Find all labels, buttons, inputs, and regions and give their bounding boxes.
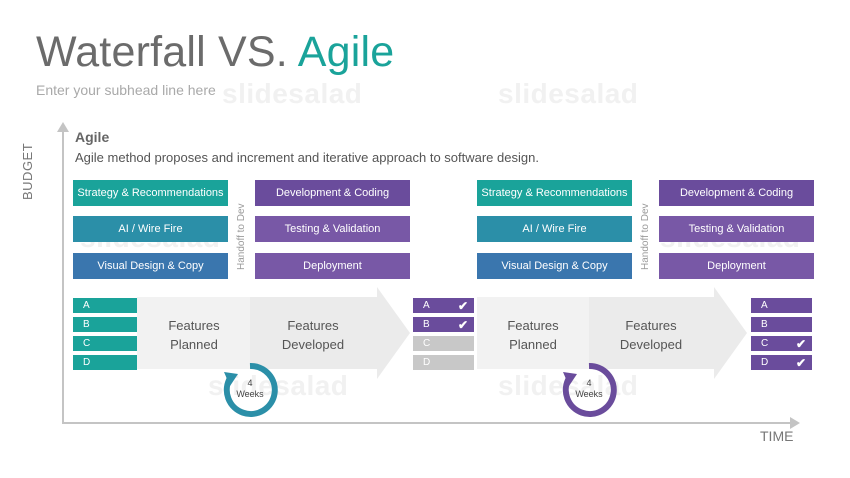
feature-item: D xyxy=(73,355,137,370)
slide-title: Waterfall VS. Agile xyxy=(36,28,394,77)
x-axis-label: TIME xyxy=(760,428,794,444)
process-box: Visual Design & Copy xyxy=(477,253,632,279)
section-description: Agile method proposes and increment and … xyxy=(75,150,539,165)
handoff-label: Handoff to Dev xyxy=(640,203,651,270)
process-box: Strategy & Recommendations xyxy=(477,180,632,206)
process-box: Visual Design & Copy xyxy=(73,253,228,279)
title-accent: Agile xyxy=(297,28,395,76)
x-axis xyxy=(62,422,792,424)
x-axis-arrow xyxy=(790,417,800,429)
feature-item: B xyxy=(751,317,812,332)
process-box: AI / Wire Fire xyxy=(477,216,632,242)
feature-item: B xyxy=(73,317,137,332)
watermark: slidesalad xyxy=(498,78,639,109)
process-box: Deployment xyxy=(255,253,410,279)
y-axis-arrow xyxy=(57,122,69,132)
section-title: Agile xyxy=(75,129,110,145)
y-axis-label: BUDGET xyxy=(20,142,35,200)
process-box: Testing & Validation xyxy=(255,216,410,242)
process-box: Deployment xyxy=(659,253,814,279)
process-box: Development & Coding xyxy=(659,180,814,206)
features-developed-label: Features Developed xyxy=(281,318,345,352)
flow-arrow xyxy=(477,287,747,379)
feature-item: A xyxy=(751,298,812,313)
feature-item: A xyxy=(73,298,137,313)
y-axis xyxy=(62,128,64,424)
features-planned-label: Features Planned xyxy=(507,318,559,352)
feature-item: C xyxy=(413,336,474,351)
handoff-label: Handoff to Dev xyxy=(236,203,247,270)
check-icon: ✔ xyxy=(457,299,468,313)
process-box: Strategy & Recommendations xyxy=(73,180,228,206)
feature-item: D✔ xyxy=(751,355,812,370)
cycle-label: 4 Weeks xyxy=(575,378,603,399)
feature-item: C✔ xyxy=(751,336,812,351)
process-box: Development & Coding xyxy=(255,180,410,206)
check-icon: ✔ xyxy=(795,356,806,370)
cycle-label: 4 Weeks xyxy=(236,378,264,399)
check-icon: ✔ xyxy=(457,318,468,332)
features-developed-label: Features Developed xyxy=(619,318,683,352)
feature-item: A✔ xyxy=(413,298,474,313)
cycle-icon xyxy=(223,362,278,417)
process-box: AI / Wire Fire xyxy=(73,216,228,242)
features-planned-label: Features Planned xyxy=(168,318,220,352)
flow-arrow xyxy=(137,287,410,379)
cycle-icon xyxy=(562,362,617,417)
feature-item: C xyxy=(73,336,137,351)
process-box: Testing & Validation xyxy=(659,216,814,242)
check-icon: ✔ xyxy=(795,337,806,351)
watermark: slidesalad xyxy=(222,78,363,109)
subhead: Enter your subhead line here xyxy=(36,82,216,98)
title-main: Waterfall VS. xyxy=(36,28,288,76)
feature-item: D xyxy=(413,355,474,370)
feature-item: B✔ xyxy=(413,317,474,332)
